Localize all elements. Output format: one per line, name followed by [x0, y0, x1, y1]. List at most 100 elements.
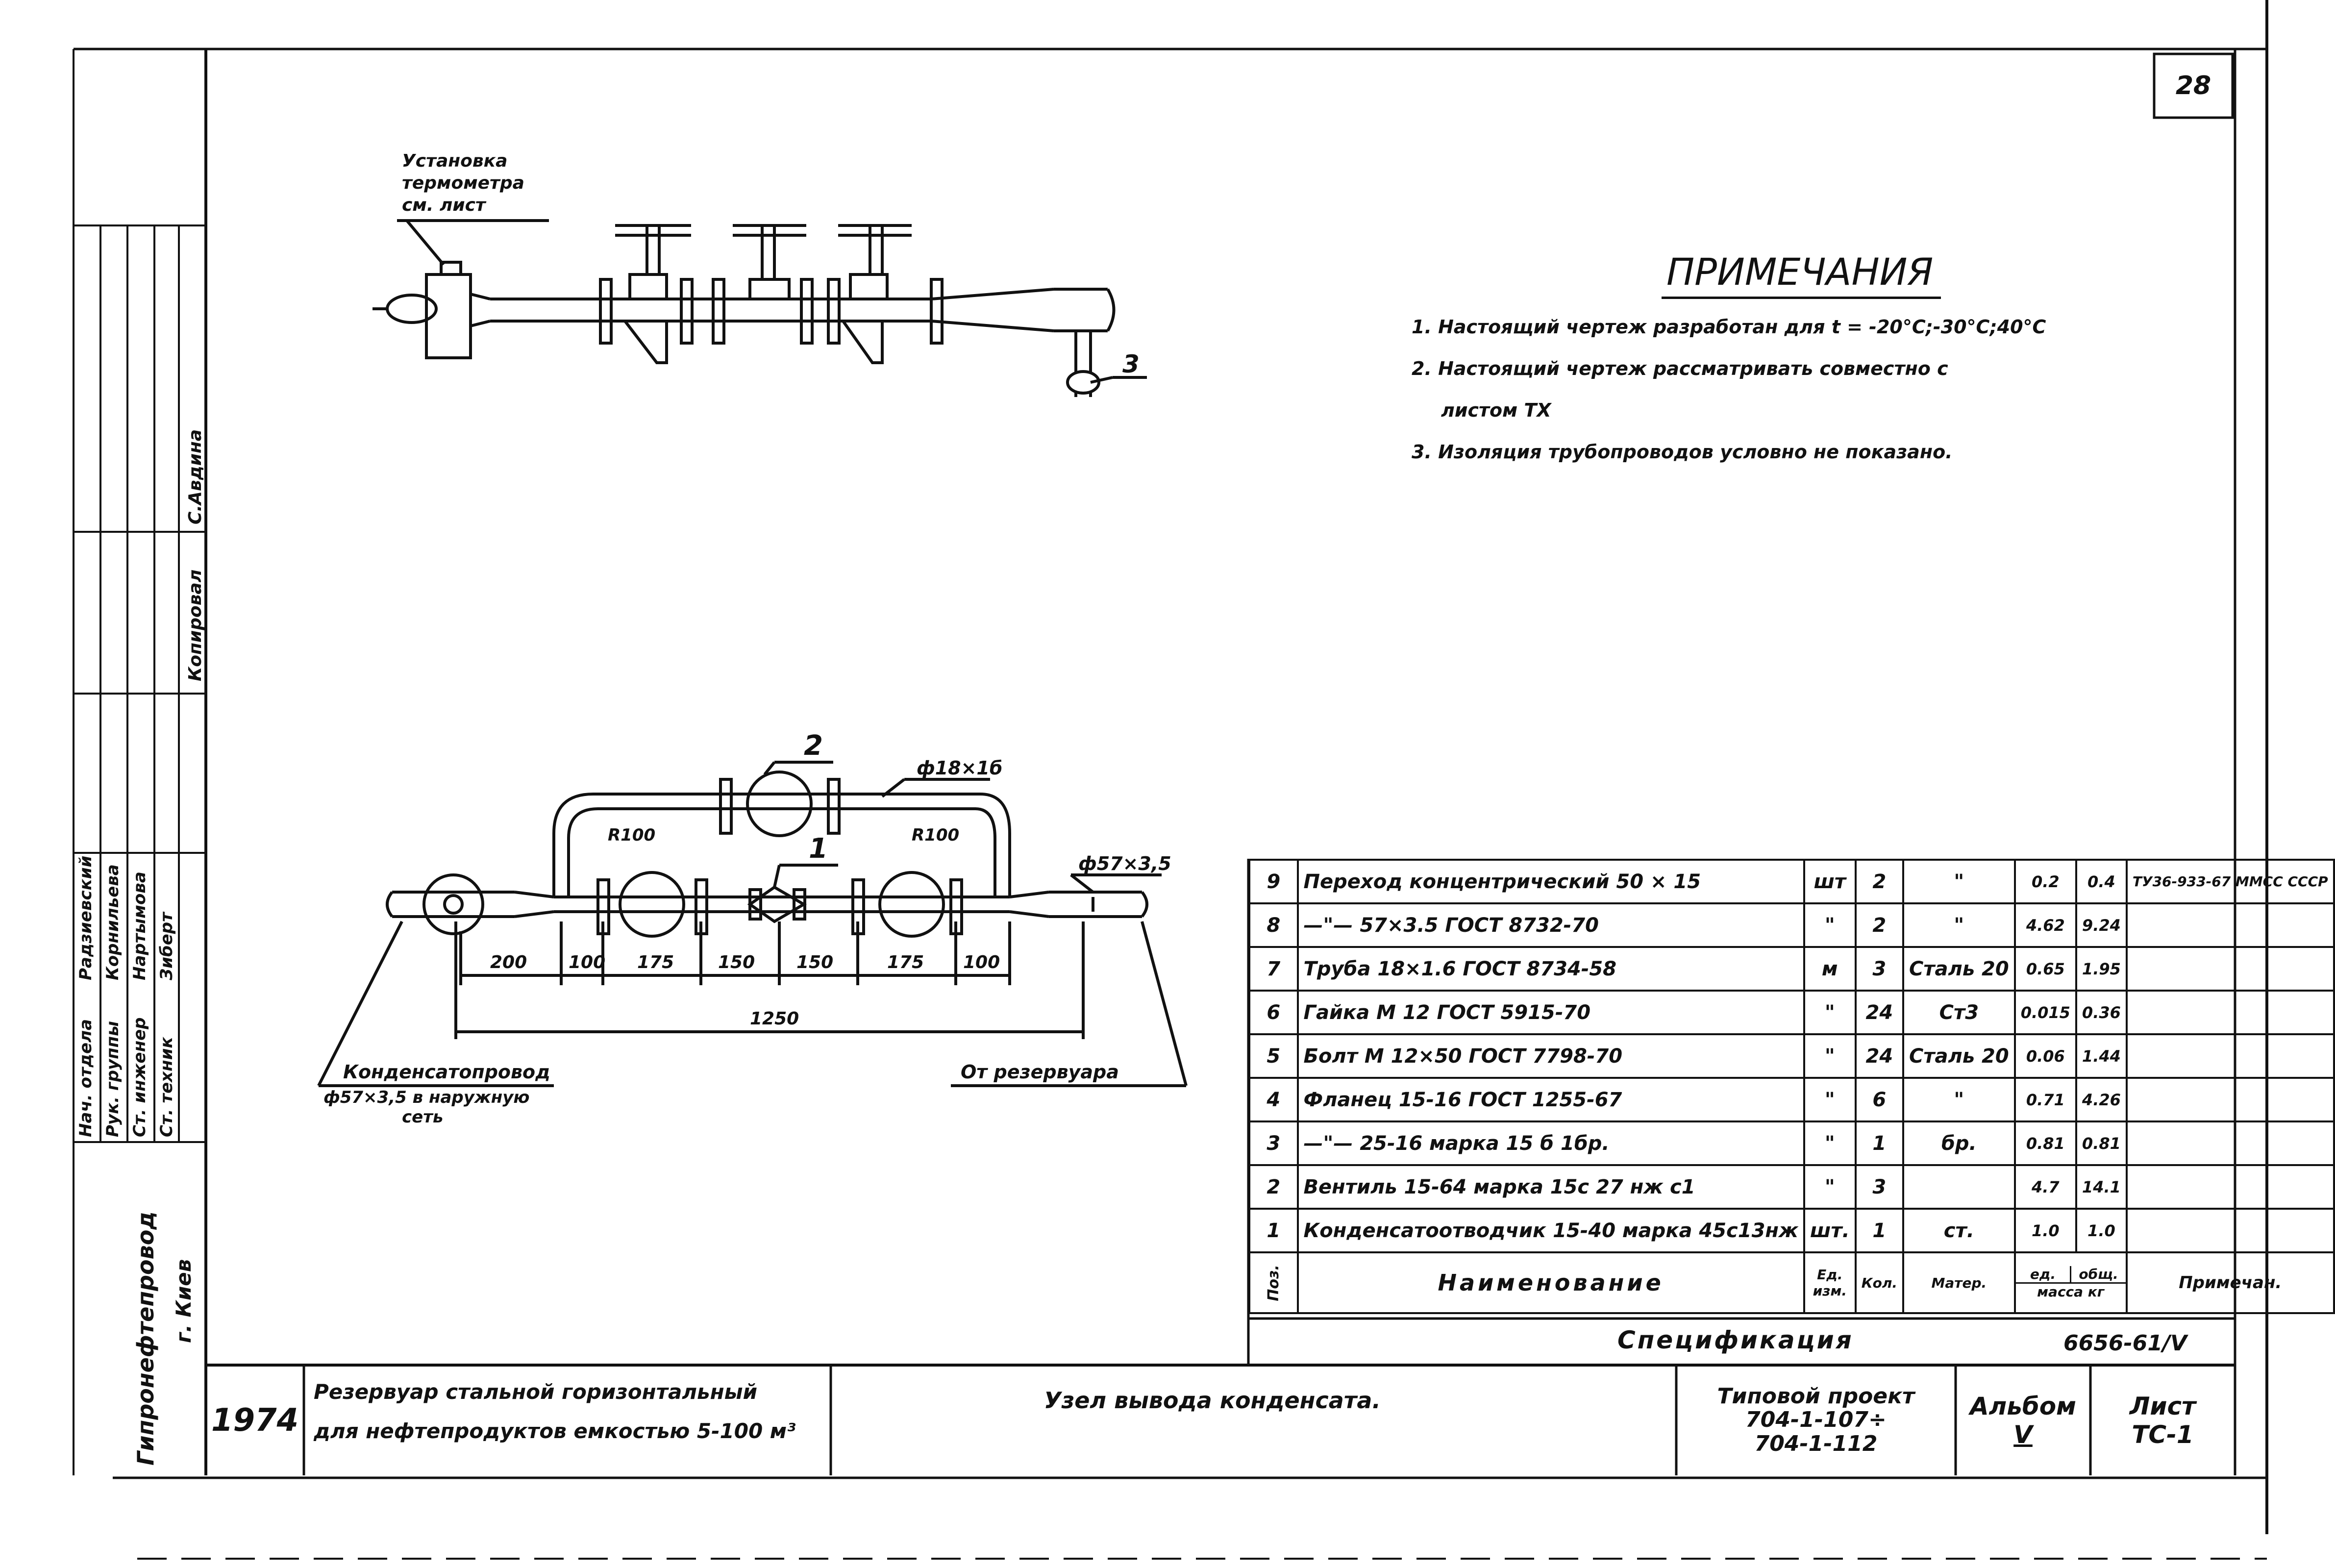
sheet-number: 28	[2175, 71, 2211, 100]
spec-cell-mat: Сталь 20	[1902, 946, 2016, 992]
spec-cell-pos: 9	[1248, 859, 1299, 904]
stamp-name-2: Корнильева	[103, 864, 123, 980]
drawing-title: Узел вывода конденсата.	[1044, 1387, 1381, 1414]
dim-150a: 150	[718, 952, 755, 972]
callout-3: 3	[1122, 350, 1140, 378]
notes-title: ПРИМЕЧАНИЯ	[1666, 250, 1934, 294]
spec-cell-mat: ст.	[1902, 1208, 2016, 1253]
stamp-city: г. Киев	[172, 1259, 196, 1343]
spec-cell-m2: 4.26	[2075, 1077, 2128, 1122]
spec-cell-name: Фланец 15-16 ГОСТ 1255-67	[1296, 1077, 1805, 1122]
spec-cell-name: Конденсатоотводчик 15-40 марка 45с13нж	[1296, 1208, 1805, 1253]
dim-100a: 100	[569, 952, 605, 972]
head-name: Наименование	[1296, 1251, 1805, 1314]
spec-cell-unit: шт.	[1803, 1208, 1857, 1253]
spec-cell-note	[2125, 902, 2335, 948]
head-mat: Матер.	[1902, 1251, 2016, 1314]
pipe-top-label: ф18×1б	[917, 757, 1002, 779]
spec-cell-m2: 0.4	[2075, 859, 2128, 904]
spec-cell-mat: "	[1902, 859, 2016, 904]
spec-cell-unit: шт	[1803, 859, 1857, 904]
spec-cell-name: Вентиль 15-64 марка 15с 27 нж с1	[1296, 1164, 1805, 1210]
spec-cell-m2: 9.24	[2075, 902, 2128, 948]
spec-cell-m2: 0.81	[2075, 1120, 2128, 1166]
spec-cell-qty: 2	[1854, 859, 1904, 904]
dim-175b: 175	[887, 952, 924, 972]
spec-cell-qty: 3	[1854, 1164, 1904, 1210]
spec-cell-m1: 4.7	[2013, 1164, 2077, 1210]
stamp-copied: Копировал	[185, 569, 205, 681]
note-3: 3. Изоляция трубопроводов условно не пок…	[1412, 441, 1953, 463]
spec-cell-unit: "	[1803, 1120, 1857, 1166]
spec-cell-m2: 14.1	[2075, 1164, 2128, 1210]
stamp-role-4: Ст. техник	[157, 1037, 176, 1138]
spec-cell-mat: Сталь 20	[1902, 1033, 2016, 1079]
spec-caption: Спецификация	[1617, 1326, 1854, 1354]
thermo-label-1: Установка	[402, 151, 507, 171]
spec-cell-name: Гайка М 12 ГОСТ 5915-70	[1296, 990, 1805, 1035]
head-unit: Ед.изм.	[1803, 1251, 1857, 1314]
spec-cell-qty: 1	[1854, 1208, 1904, 1253]
spec-cell-m1: 0.2	[2013, 859, 2077, 904]
spec-cell-mat: "	[1902, 902, 2016, 948]
dim-overall: 1250	[750, 1009, 799, 1029]
project-line-2: 704-1-107÷	[1745, 1407, 1887, 1433]
title-desc-2: для нефтепродуктов емкостью 5-100 м³	[314, 1419, 796, 1443]
stamp-copier: С.Авдина	[185, 429, 205, 524]
stamp-role-2: Рук. группы	[103, 1021, 123, 1137]
dim-175a: 175	[637, 952, 674, 972]
head-pos: Поз.	[1248, 1251, 1299, 1314]
spec-cell-name: —"— 57×3.5 ГОСТ 8732-70	[1296, 902, 1805, 948]
spec-cell-pos: 8	[1248, 902, 1299, 948]
project-line-3: 704-1-112	[1754, 1431, 1878, 1456]
spec-cell-name: Болт М 12×50 ГОСТ 7798-70	[1296, 1033, 1805, 1079]
spec-cell-pos: 1	[1248, 1208, 1299, 1253]
spec-cell-m1: 1.0	[2013, 1208, 2077, 1253]
album-label: Альбом	[1969, 1392, 2077, 1420]
spec-cell-mat: Ст3	[1902, 990, 2016, 1035]
spec-cell-note	[2125, 990, 2335, 1035]
note-2: 2. Настоящий чертеж рассматривать совмес…	[1412, 358, 1948, 379]
stamp-name-3: Нартымова	[130, 871, 149, 980]
stamp-role-3: Ст. инженер	[130, 1017, 149, 1137]
stamp-org: Гипронефтепровод	[132, 1211, 159, 1466]
head-qty: Кол.	[1854, 1251, 1904, 1314]
left-label-3: сеть	[402, 1107, 443, 1127]
dim-200: 200	[490, 952, 527, 972]
callout-1: 1	[809, 833, 828, 865]
spec-cell-note	[2125, 946, 2335, 992]
spec-header-row: Поз. Наименование Ед.изм. Кол. Матер. ед…	[1248, 1251, 2335, 1314]
dim-150b: 150	[796, 952, 833, 972]
spec-cell-pos: 6	[1248, 990, 1299, 1035]
stamp-role-1: Нач. отдела	[76, 1019, 96, 1137]
project-block: Типовой проект 704-1-107÷ 704-1-112	[1676, 1368, 1956, 1473]
spec-cell-mat: бр.	[1902, 1120, 2016, 1166]
callout-2: 2	[804, 730, 823, 762]
sheet-value: ТС-1	[2132, 1420, 2194, 1449]
notes-underline	[1662, 297, 1941, 299]
thermo-label-3: см. лист	[402, 195, 487, 215]
stamp-name-4: Зиберт	[157, 912, 176, 980]
radius-left: R100	[608, 825, 655, 845]
spec-cell-note	[2125, 1208, 2335, 1253]
radius-right: R100	[912, 825, 959, 845]
spec-cell-qty: 24	[1854, 990, 1904, 1035]
spec-cell-qty: 1	[1854, 1120, 1904, 1166]
sheet-label: Лист	[2129, 1392, 2196, 1420]
spec-cell-m2: 1.44	[2075, 1033, 2128, 1079]
spec-cell-mat	[1902, 1164, 2016, 1210]
note-2b: листом ТХ	[1441, 399, 1551, 421]
spec-cell-m1: 0.06	[2013, 1033, 2077, 1079]
spec-cell-m1: 0.71	[2013, 1077, 2077, 1122]
spec-cell-m1: 0.81	[2013, 1120, 2077, 1166]
spec-cell-pos: 4	[1248, 1077, 1299, 1122]
spec-cell-m1: 4.62	[2013, 902, 2077, 948]
spec-cell-note	[2125, 1120, 2335, 1166]
